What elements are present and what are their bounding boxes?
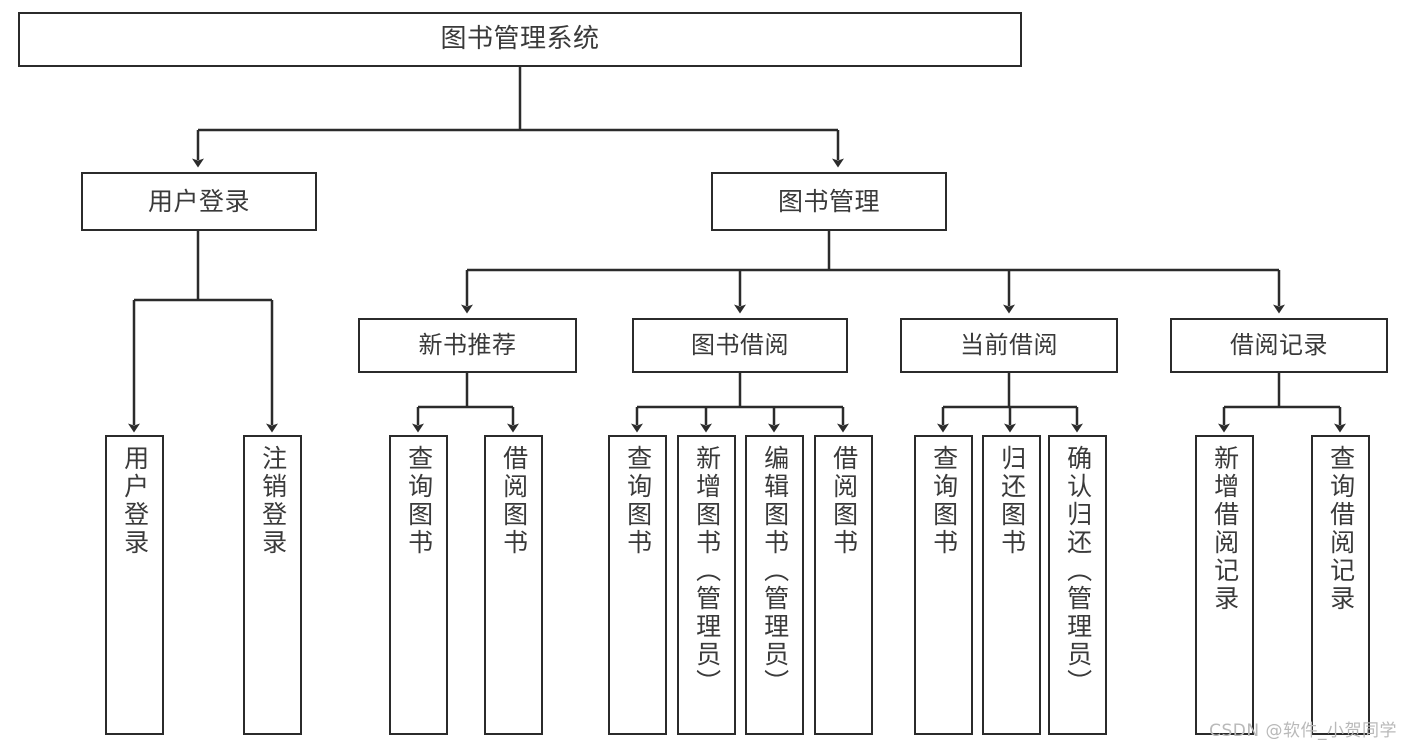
node-leaf-query-book-recommend[interactable]: 查询图书	[389, 435, 448, 735]
node-leaf-query-book-borrow[interactable]: 查询图书	[608, 435, 667, 735]
node-label: 新增图书（管理员）	[692, 445, 722, 697]
node-leaf-query-book-current[interactable]: 查询图书	[914, 435, 973, 735]
node-borrow-record[interactable]: 借阅记录	[1170, 318, 1388, 373]
node-label: 注销登录	[258, 445, 288, 557]
node-label: 新增借阅记录	[1210, 445, 1240, 613]
node-label: 查询图书	[623, 445, 653, 557]
csdn-watermark: CSDN @软件_小贺同学	[1209, 721, 1397, 741]
node-label: 用户登录	[147, 186, 250, 216]
node-label: 用户登录	[120, 445, 150, 557]
node-leaf-add-borrow-record[interactable]: 新增借阅记录	[1195, 435, 1254, 735]
node-current-borrow[interactable]: 当前借阅	[900, 318, 1118, 373]
node-book-manage[interactable]: 图书管理	[711, 172, 947, 231]
node-leaf-return-book[interactable]: 归还图书	[982, 435, 1041, 735]
node-label: 图书管理系统	[440, 24, 600, 55]
node-root-book-management-system[interactable]: 图书管理系统	[18, 12, 1022, 67]
node-user-login[interactable]: 用户登录	[81, 172, 317, 231]
node-leaf-user-logout[interactable]: 注销登录	[243, 435, 302, 735]
node-label: 归还图书	[997, 445, 1027, 557]
node-label: 查询图书	[929, 445, 959, 557]
node-label: 借阅记录	[1230, 331, 1328, 360]
node-leaf-add-book[interactable]: 新增图书（管理员）	[677, 435, 736, 735]
node-label: 借阅图书	[829, 445, 859, 557]
node-label: 查询图书	[404, 445, 434, 557]
node-label: 编辑图书（管理员）	[760, 445, 790, 697]
node-leaf-user-login[interactable]: 用户登录	[105, 435, 164, 735]
node-leaf-edit-book[interactable]: 编辑图书（管理员）	[745, 435, 804, 735]
node-label: 图书借阅	[691, 331, 789, 360]
node-leaf-borrow-book[interactable]: 借阅图书	[814, 435, 873, 735]
node-label: 查询借阅记录	[1326, 445, 1356, 613]
node-label: 确认归还（管理员）	[1063, 445, 1093, 697]
node-new-book-recommend[interactable]: 新书推荐	[358, 318, 577, 373]
node-label: 新书推荐	[418, 331, 517, 360]
node-book-borrow[interactable]: 图书借阅	[632, 318, 848, 373]
node-label: 当前借阅	[960, 331, 1058, 360]
node-label: 图书管理	[777, 186, 880, 216]
node-leaf-confirm-return[interactable]: 确认归还（管理员）	[1048, 435, 1107, 735]
node-leaf-query-borrow-record[interactable]: 查询借阅记录	[1311, 435, 1370, 735]
node-label: 借阅图书	[499, 445, 529, 557]
node-leaf-borrow-book-recommend[interactable]: 借阅图书	[484, 435, 543, 735]
